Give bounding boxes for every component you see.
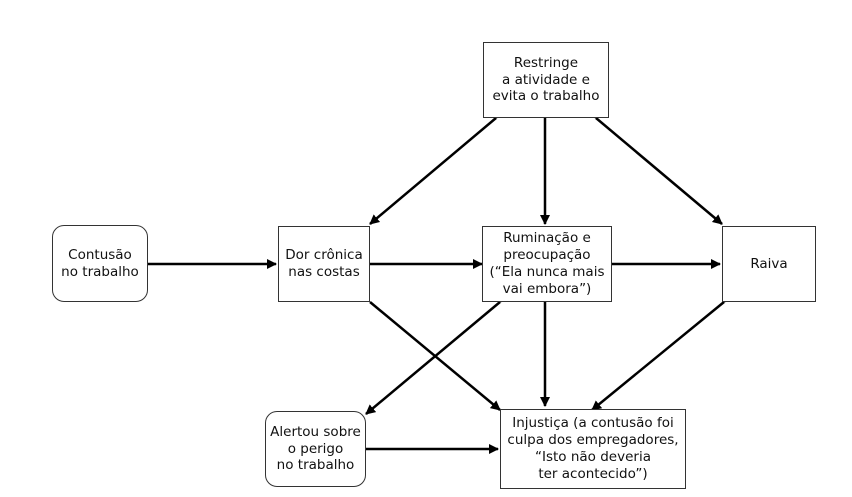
node-ruminacao-label: Ruminação e preocupação (“Ela nunca mais…	[489, 230, 605, 297]
edge-ruminacao-alertou	[365, 292, 511, 415]
edge-restringe-dor	[369, 108, 507, 225]
node-restringe: Restringe a atividade e evita o trabalho	[483, 42, 609, 118]
node-alertou-label: Alertou sobre o perigo no trabalho	[270, 423, 361, 474]
edge-restringe-raiva	[585, 108, 723, 225]
node-dor-cronica-label: Dor crônica nas costas	[285, 247, 363, 280]
node-raiva: Raiva	[722, 226, 816, 302]
node-injustica: Injustiça (a contusão foi culpa dos empr…	[500, 409, 686, 489]
edge-dor-injustica	[369, 301, 501, 411]
node-dor-cronica: Dor crônica nas costas	[278, 226, 370, 302]
node-contusao-label: Contusão no trabalho	[61, 246, 139, 280]
node-ruminacao: Ruminação e preocupação (“Ela nunca mais…	[482, 226, 612, 302]
node-contusao: Contusão no trabalho	[52, 225, 148, 302]
node-alertou: Alertou sobre o perigo no trabalho	[265, 411, 366, 487]
node-raiva-label: Raiva	[750, 255, 788, 272]
node-injustica-label: Injustiça (a contusão foi culpa dos empr…	[507, 415, 679, 482]
edge-raiva-injustica	[591, 292, 735, 411]
node-restringe-label: Restringe a atividade e evita o trabalho	[492, 54, 600, 105]
